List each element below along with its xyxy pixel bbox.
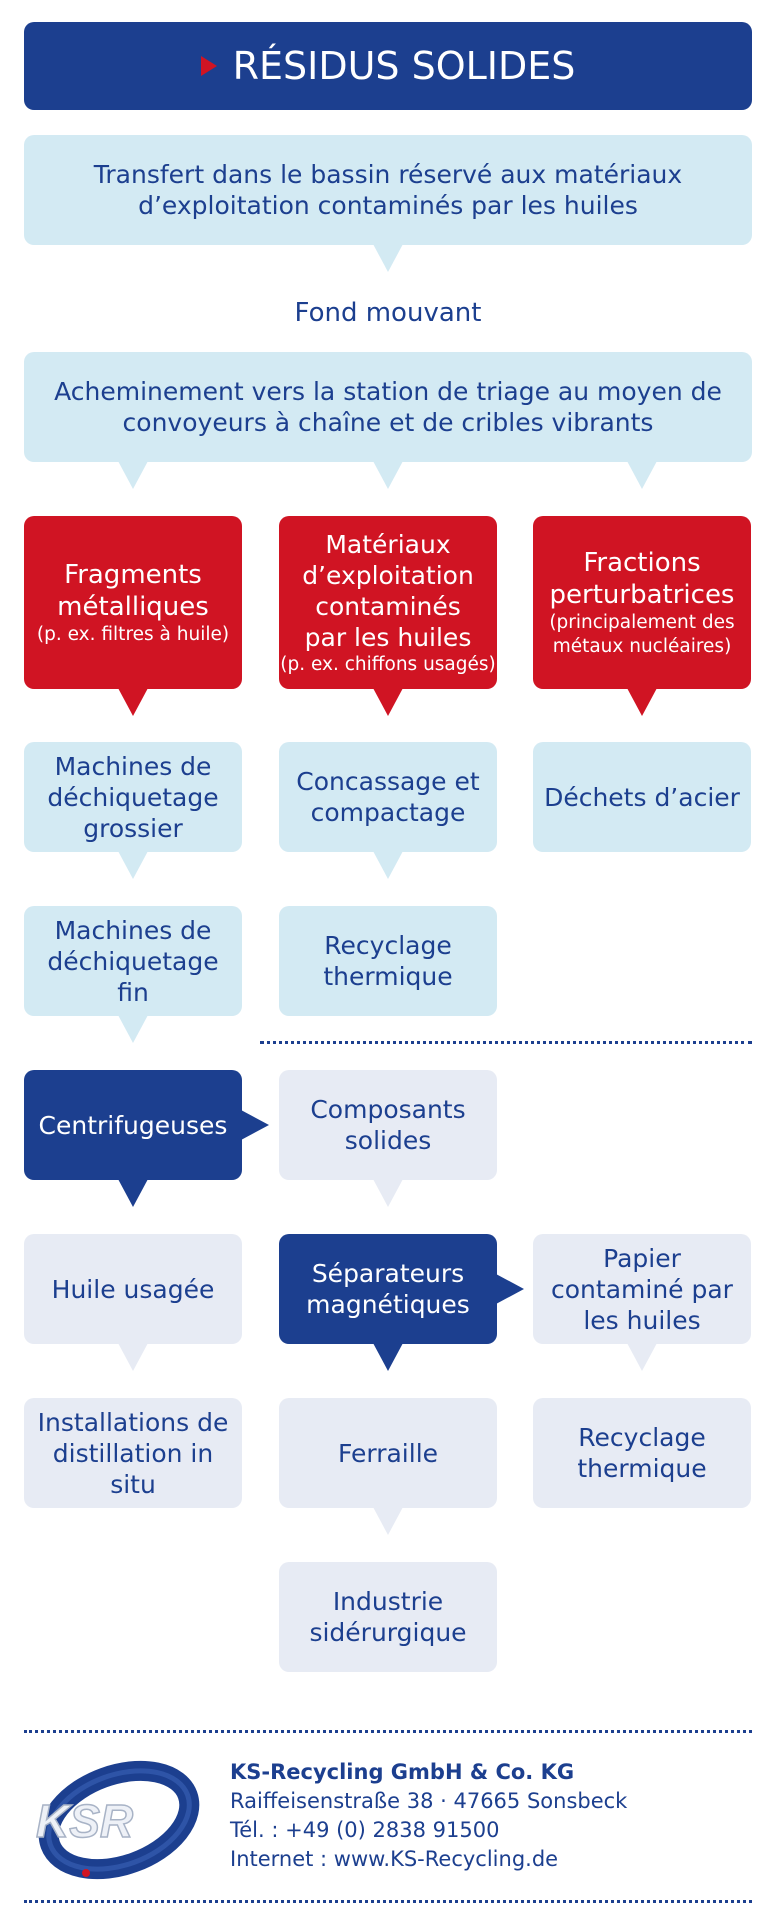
- footer-divider-top: [24, 1730, 752, 1733]
- arrow-transfert: [373, 244, 403, 272]
- node-fractions-perturbatrices: Fractions perturbatrices (principalement…: [533, 516, 751, 689]
- footer-divider-bottom: [24, 1900, 752, 1903]
- arrow-acheminement-center: [373, 461, 403, 489]
- node-ferraille: Ferraille: [279, 1398, 497, 1508]
- node-papier-contamine: Papier contaminé par les huiles: [533, 1234, 751, 1344]
- node-dechets-acier: Déchets d’acier: [533, 742, 751, 852]
- node-composants-solides: Composants solides: [279, 1070, 497, 1180]
- page-title: RÉSIDUS SOLIDES: [232, 44, 576, 88]
- arrow-acheminement-left: [118, 461, 148, 489]
- arrow-dechiquetage-fin: [118, 1015, 148, 1043]
- company-address: Raiffeisenstraße 38 · 47665 Sonsbeck: [230, 1789, 628, 1813]
- node-distillation: Installations de distillation in situ: [24, 1398, 242, 1508]
- node-huile-usagee: Huile usagée: [24, 1234, 242, 1344]
- arrow-composants: [373, 1179, 403, 1207]
- node-industrie-siderurgique: Industrie sidérurgique: [279, 1562, 497, 1672]
- company-name: KS-Recycling GmbH & Co. KG: [230, 1760, 575, 1784]
- node-separateurs-magnetiques: Séparateurs magnétiques: [279, 1234, 497, 1344]
- arrow-concassage: [373, 851, 403, 879]
- node-dechiquetage-fin: Machines de déchiquetage fin: [24, 906, 242, 1016]
- arrow-fragments: [118, 688, 148, 716]
- node-dechiquetage-grossier: Machines de déchiquetage grossier: [24, 742, 242, 852]
- arrow-separateurs-down: [373, 1343, 403, 1371]
- arrow-huile: [118, 1343, 148, 1371]
- ksr-logo: KSR: [35, 1760, 200, 1880]
- arrow-fractions: [627, 688, 657, 716]
- arrow-separateurs-right: [496, 1274, 524, 1304]
- node-centrifugeuses: Centrifugeuses: [24, 1070, 242, 1180]
- arrow-papier: [627, 1343, 657, 1371]
- logo-text: KSR: [36, 1795, 133, 1847]
- company-website[interactable]: Internet : www.KS-Recycling.de: [230, 1847, 559, 1871]
- dotted-divider: [260, 1041, 752, 1044]
- node-concassage: Concassage et compactage: [279, 742, 497, 852]
- arrow-acheminement-right: [627, 461, 657, 489]
- node-transfert: Transfert dans le bassin réservé aux mat…: [24, 135, 752, 245]
- node-acheminement: Acheminement vers la station de triage a…: [24, 352, 752, 462]
- header-banner: RÉSIDUS SOLIDES: [24, 22, 752, 110]
- footer-contact: KS-Recycling GmbH & Co. KG Raiffeisenstr…: [230, 1758, 627, 1874]
- arrow-centrifugeuses-right: [241, 1110, 269, 1140]
- arrow-materiaux: [373, 688, 403, 716]
- node-recyclage-thermique-2: Recyclage thermique: [533, 1398, 751, 1508]
- arrow-centrifugeuses-down: [118, 1179, 148, 1207]
- node-materiaux-contamines: Matériaux d’exploitation contaminés par …: [279, 516, 497, 689]
- play-triangle-icon: [200, 56, 217, 76]
- company-phone: Tél. : +49 (0) 2838 91500: [230, 1818, 500, 1842]
- arrow-dechiquetage-grossier: [118, 851, 148, 879]
- node-fond-mouvant: Fond mouvant: [294, 298, 482, 328]
- node-recyclage-thermique-1: Recyclage thermique: [279, 906, 497, 1016]
- node-fragments-metalliques: Fragments métalliques (p. ex. filtres à …: [24, 516, 242, 689]
- arrow-ferraille: [373, 1507, 403, 1535]
